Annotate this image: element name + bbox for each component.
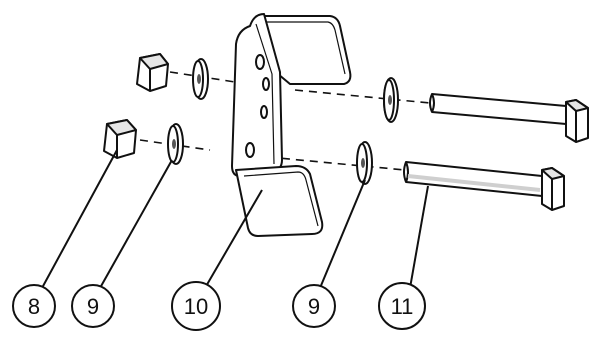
upper-hex-nut (136, 53, 169, 92)
callout-10-label: 10 (184, 294, 208, 319)
leader-line-8 (41, 149, 118, 289)
callout-8: 8 (12, 284, 56, 328)
lower-hex-nut (103, 119, 137, 159)
u-bracket (231, 13, 352, 237)
callout-8-label: 8 (28, 294, 40, 319)
right-lower-washer (356, 141, 373, 185)
callout-11-label: 11 (391, 294, 414, 319)
callout-9-right-label: 9 (308, 294, 320, 319)
u-bracket-upper-hole (255, 54, 265, 70)
callout-9-left-label: 9 (87, 294, 99, 319)
lower-bolt (403, 161, 565, 211)
lower-washer (167, 123, 184, 165)
callout-9-right: 9 (292, 284, 336, 328)
leader-line-9-right (319, 179, 366, 289)
lower-axis-line-right (267, 156, 406, 171)
u-bracket-bottom-flange (235, 165, 324, 237)
callout-9-left: 9 (71, 284, 115, 328)
upper-bolt-shank (429, 93, 567, 125)
callout-10: 10 (171, 281, 221, 331)
leader-lines (41, 149, 429, 289)
leader-line-9-left (99, 159, 173, 289)
u-bracket-lower-hole (245, 142, 255, 158)
right-upper-washer (383, 77, 399, 123)
callout-11: 11 (378, 282, 426, 330)
upper-bolt (429, 93, 589, 143)
upper-axis-line-right (294, 89, 431, 104)
upper-washer (192, 58, 209, 100)
leader-line-11 (409, 185, 429, 289)
u-bracket-top-flange (261, 15, 352, 85)
leader-line-10 (204, 189, 263, 289)
